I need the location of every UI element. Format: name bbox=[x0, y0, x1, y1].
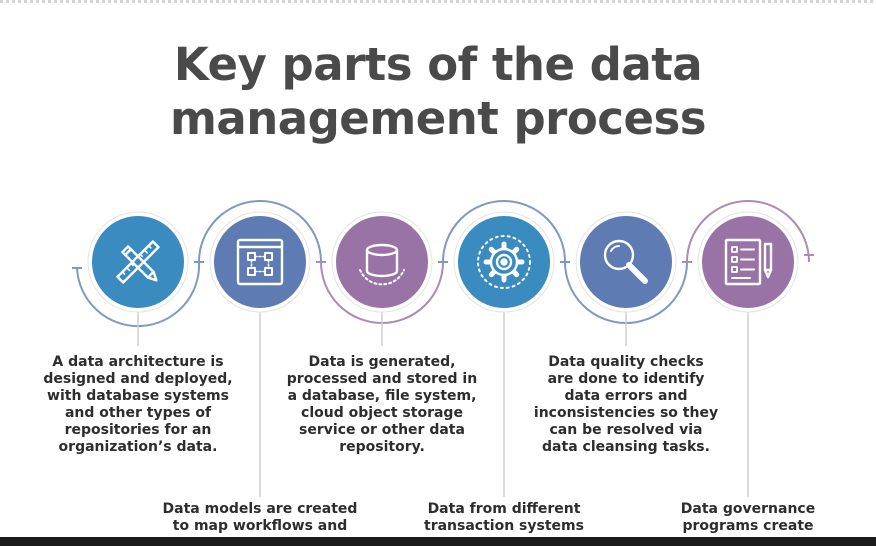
database-cylinder-icon bbox=[359, 243, 405, 286]
checklist-document-icon bbox=[724, 238, 773, 286]
step-1-line: and other types of bbox=[64, 405, 212, 421]
flow-arc-2 bbox=[198, 200, 322, 263]
step-5-line: data cleansing tasks. bbox=[542, 439, 710, 455]
flow-arc-4 bbox=[442, 200, 566, 263]
step-5-line: Data quality checks bbox=[548, 354, 704, 370]
step-5-line: inconsistencies so they bbox=[533, 405, 719, 421]
step-3-line: processed and stored in bbox=[286, 371, 478, 387]
top-dotted-border bbox=[0, 0, 876, 3]
step-4-line: transaction systems bbox=[424, 518, 584, 534]
step-circle-6 bbox=[697, 211, 799, 313]
pencil-ruler-icon bbox=[116, 240, 160, 284]
step-circle-5 bbox=[575, 211, 677, 313]
step-3-line: cloud object storage bbox=[301, 405, 463, 421]
step-circle-3 bbox=[331, 211, 433, 313]
arc-end-ticks bbox=[72, 254, 814, 269]
step-2-line: to map workflows and bbox=[172, 518, 348, 534]
bottom-bar bbox=[0, 537, 876, 546]
flow-arc-6 bbox=[686, 200, 810, 263]
step-5-description: Data quality checks are done to identify… bbox=[516, 354, 736, 456]
step-4-description: Data from different transaction systems bbox=[399, 501, 609, 535]
step-3-line: repository. bbox=[339, 439, 425, 455]
step-1-line: designed and deployed, bbox=[43, 371, 233, 387]
title-line-1: Key parts of the data bbox=[173, 38, 703, 91]
step-1-line: A data architecture is bbox=[52, 354, 224, 370]
step-6-description: Data governance programs create bbox=[663, 501, 833, 535]
step-1-line: with database systems bbox=[47, 388, 229, 404]
step-3-line: a database, file system, bbox=[287, 388, 477, 404]
step-1-description: A data architecture is designed and depl… bbox=[38, 354, 238, 456]
title-line-2: management process bbox=[169, 92, 707, 145]
step-circles bbox=[87, 211, 799, 313]
connector-lines bbox=[137, 311, 749, 497]
step-2-line: Data models are created bbox=[162, 501, 358, 517]
step-1-line: organization’s data. bbox=[58, 439, 218, 455]
step-1-line: repositories for an bbox=[64, 422, 212, 438]
step-2-description: Data models are created to map workflows… bbox=[150, 501, 370, 535]
step-5-line: are done to identify bbox=[547, 371, 705, 387]
page-title: Key parts of the data management process bbox=[0, 38, 876, 146]
step-circle-1 bbox=[87, 211, 189, 313]
step-3-line: Data is generated, bbox=[308, 354, 456, 370]
gear-icon bbox=[477, 235, 531, 289]
step-5-line: can be resolved via bbox=[549, 422, 703, 438]
step-3-line: service or other data bbox=[299, 422, 465, 438]
step-6-line: programs create bbox=[682, 518, 814, 534]
step-6-line: Data governance bbox=[680, 501, 816, 517]
step-4-line: Data from different bbox=[427, 501, 581, 517]
data-model-grid-icon bbox=[236, 238, 284, 286]
step-5-line: data errors and bbox=[564, 388, 688, 404]
step-3-description: Data is generated, processed and stored … bbox=[272, 354, 492, 456]
flow-arc-1 bbox=[76, 261, 201, 327]
magnifying-glass-icon bbox=[603, 239, 648, 284]
step-circle-2 bbox=[209, 211, 311, 313]
